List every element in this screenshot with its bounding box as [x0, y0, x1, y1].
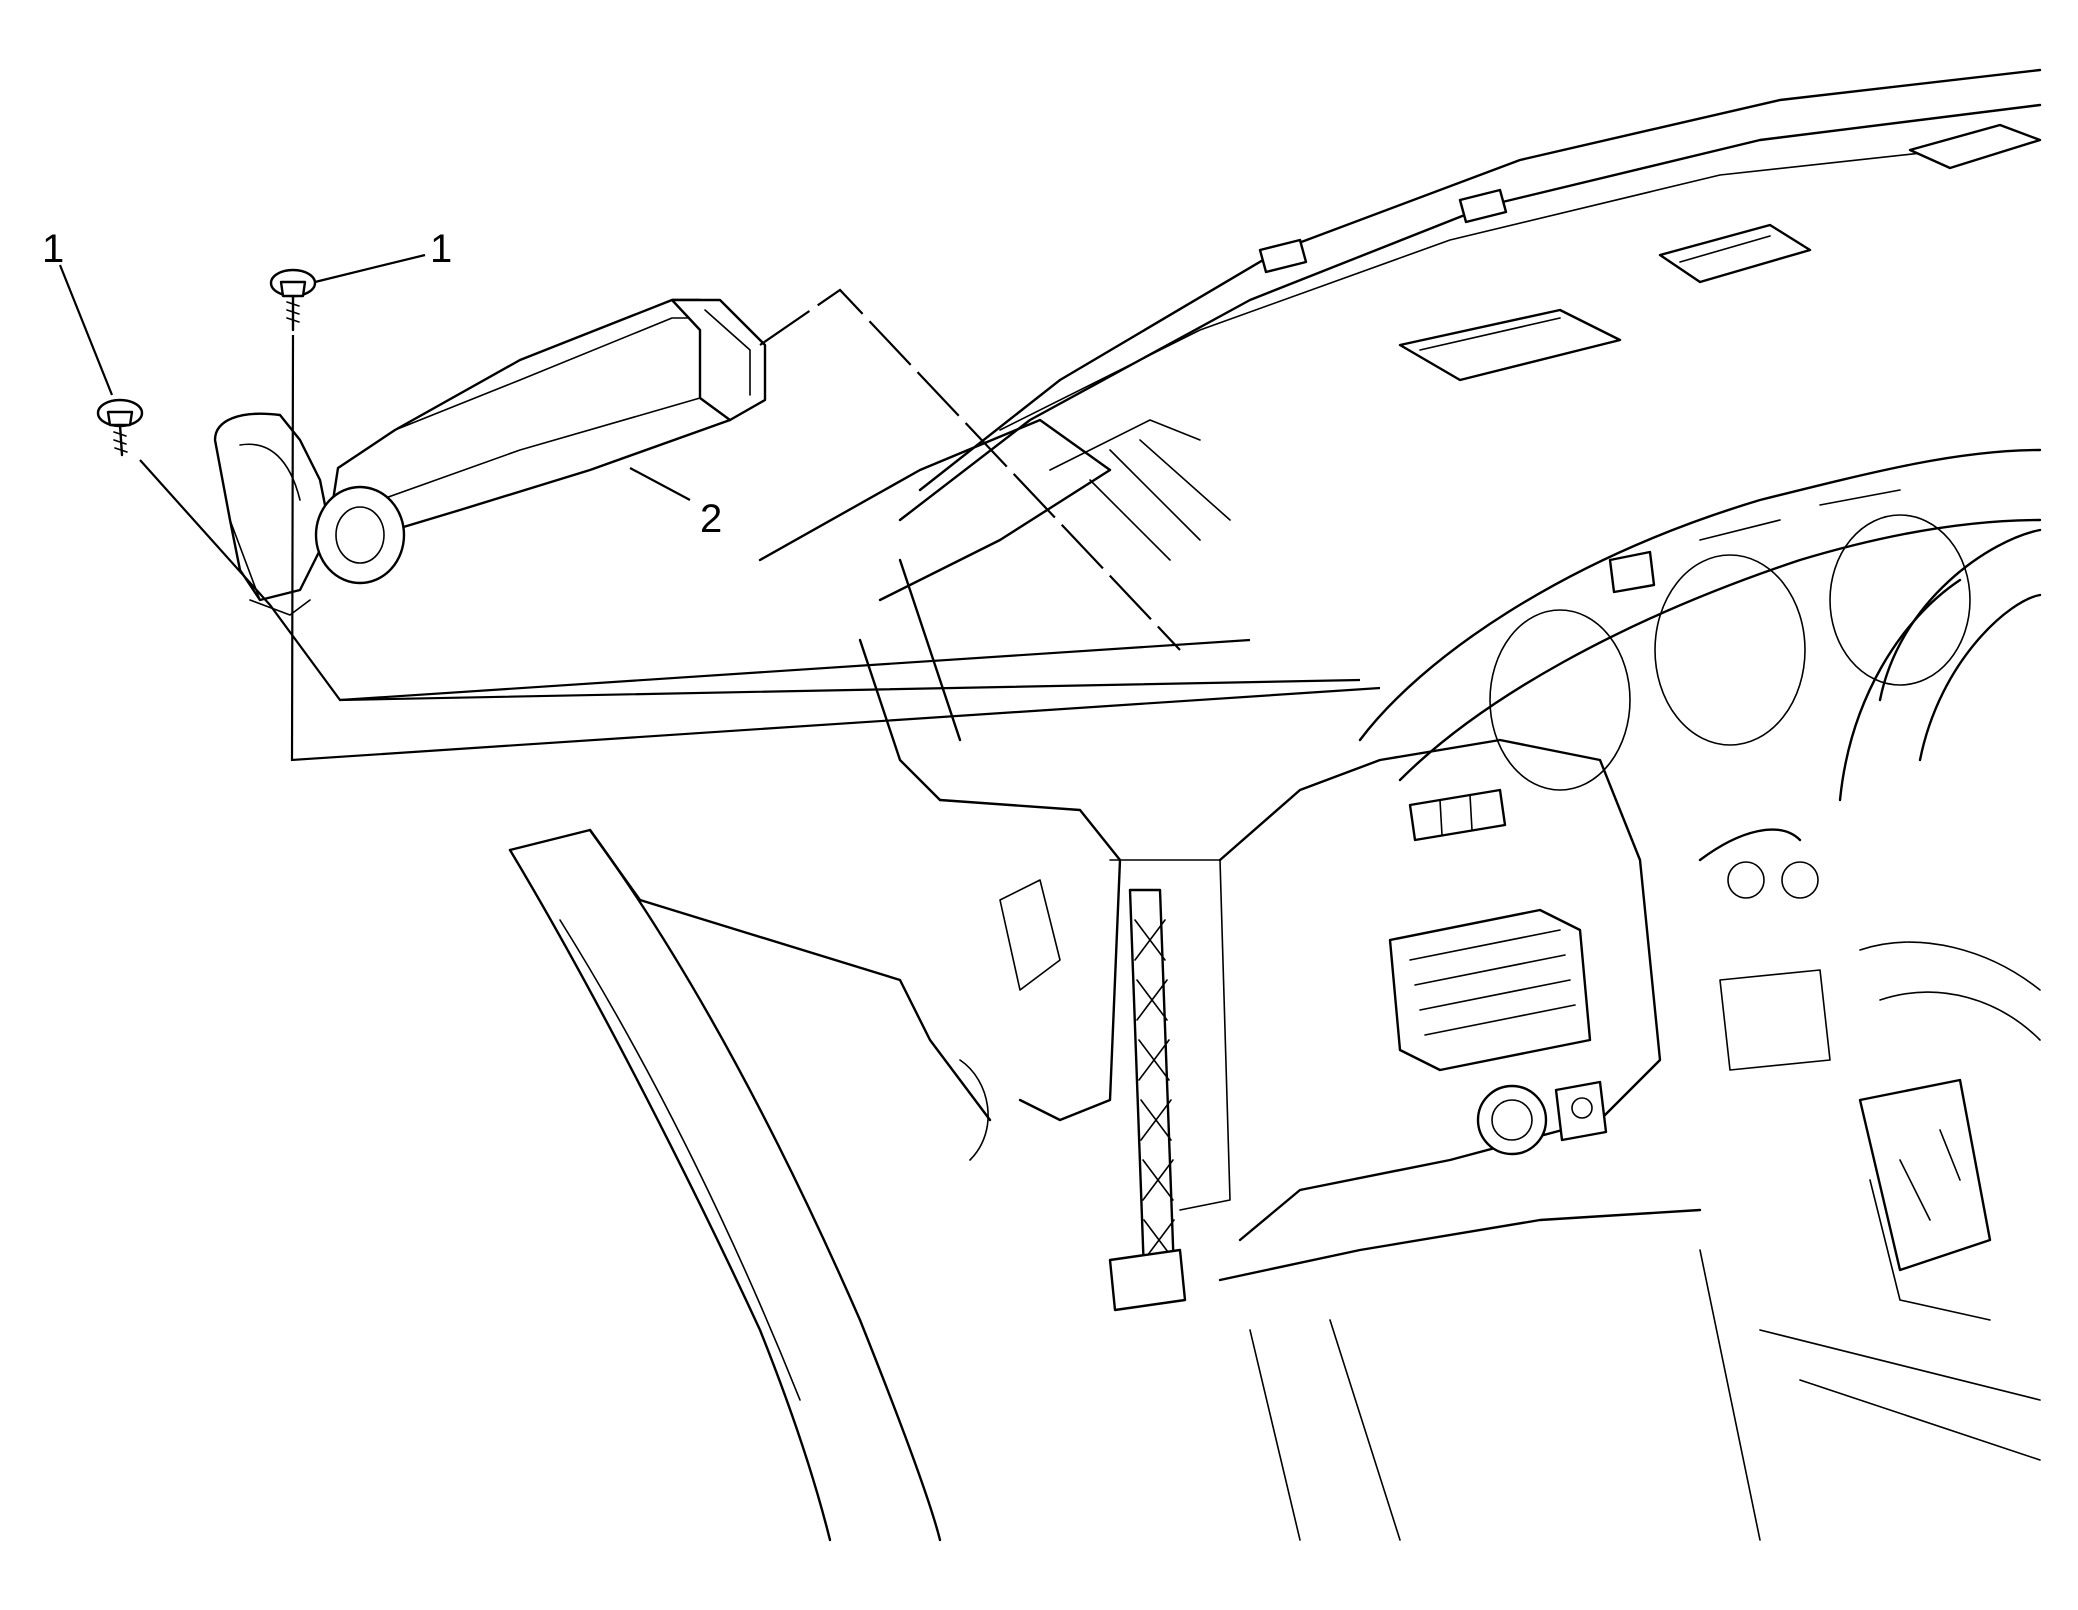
callout-leaders [58, 253, 691, 501]
defroster-duct [213, 298, 767, 616]
alignment-lines [139, 288, 1381, 762]
callout-label-fastener-left: 1 [42, 227, 64, 271]
instrument-panel [508, 68, 2042, 1542]
fastener-top [269, 268, 317, 332]
callout-label-duct: 2 [700, 497, 722, 541]
fastener-left [96, 398, 144, 457]
callout-label-fastener-top: 1 [430, 227, 452, 271]
